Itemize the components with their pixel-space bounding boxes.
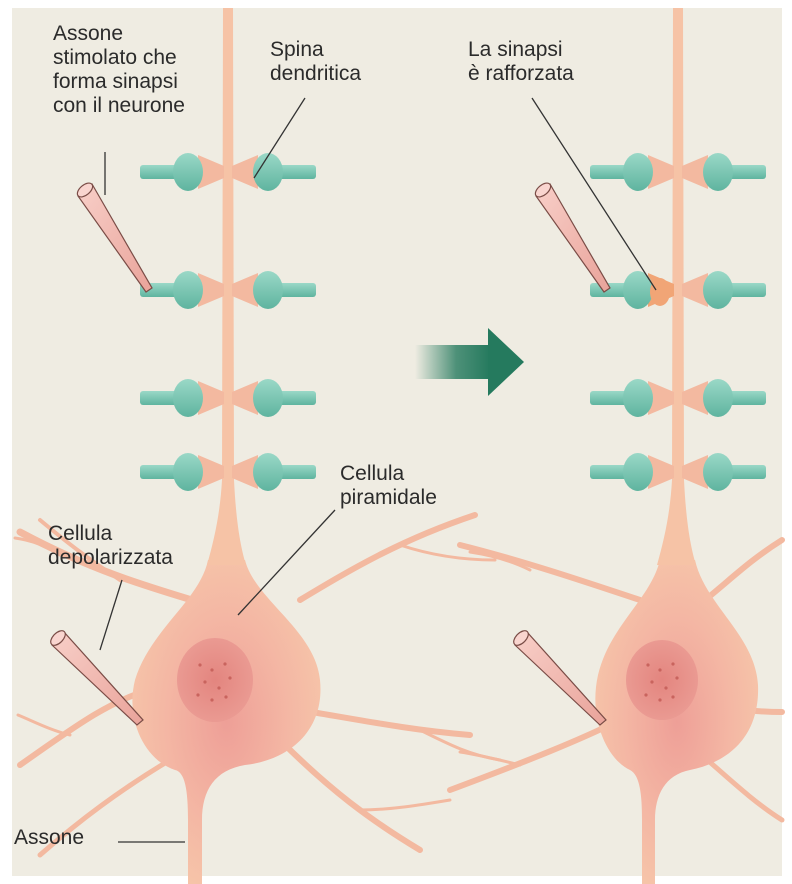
label-depolarized-cell: Cellula depolarizzata bbox=[48, 522, 173, 570]
label-dendritic-spine: Spina dendritica bbox=[270, 38, 361, 86]
label-strengthened-synapse: La sinapsi è rafforzata bbox=[468, 38, 574, 86]
left-nucleus bbox=[177, 638, 253, 722]
label-axon: Assone bbox=[14, 826, 84, 850]
strengthened-synapse bbox=[650, 278, 670, 306]
label-stimulated-axon: Assone stimolato che forma sinapsi con i… bbox=[53, 22, 185, 118]
right-nucleus bbox=[626, 640, 698, 720]
label-pyramidal-cell: Cellula piramidale bbox=[340, 462, 437, 510]
